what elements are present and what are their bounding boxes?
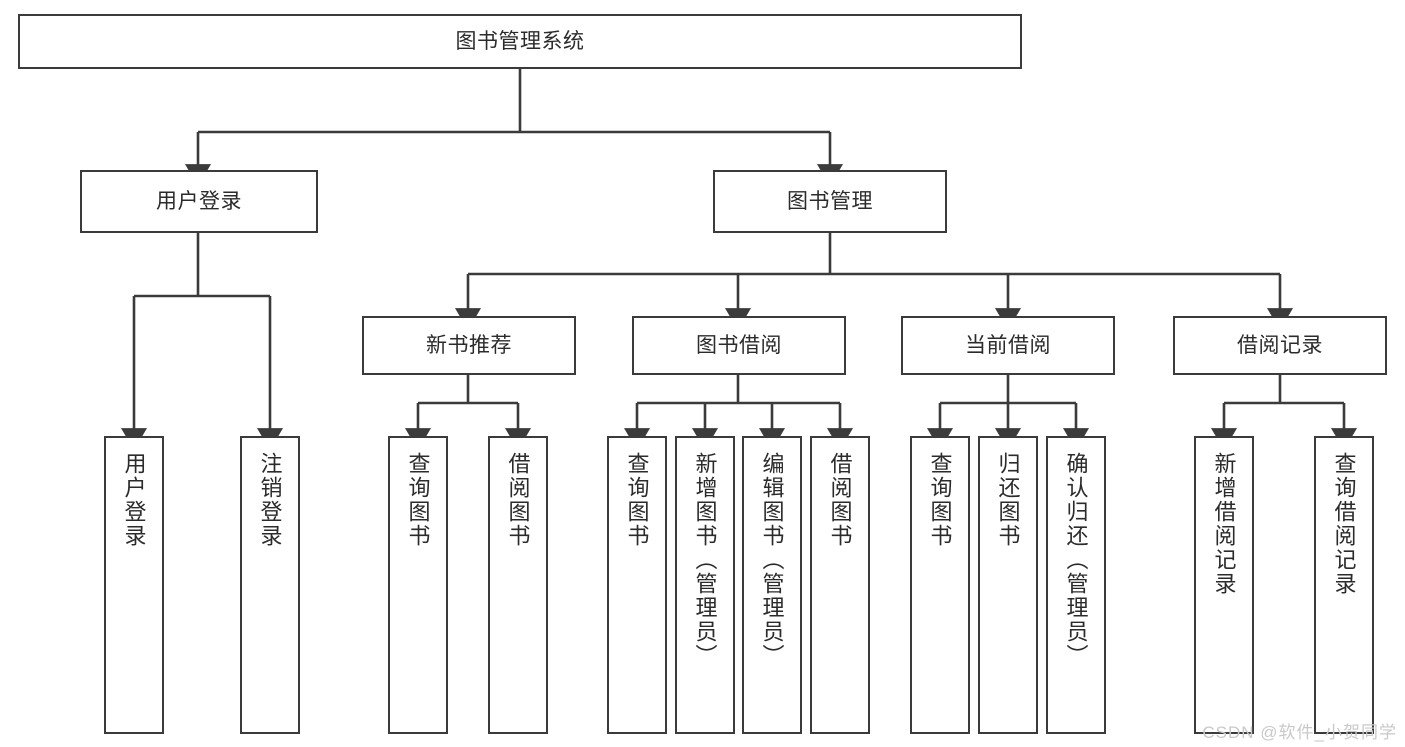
node-label: 新增借阅记录 — [1211, 452, 1237, 596]
node-label: 归还图书 — [995, 452, 1021, 548]
leaf-borrow-record-query-record[interactable]: 查询借阅记录 — [1314, 436, 1374, 734]
node-label: 查询图书 — [405, 452, 431, 548]
node-user-login[interactable]: 用户登录 — [80, 170, 318, 233]
leaf-new-book-query-book[interactable]: 查询图书 — [388, 436, 448, 734]
node-label: 编辑图书（管理员） — [759, 452, 785, 668]
node-borrow-record[interactable]: 借阅记录 — [1173, 316, 1387, 375]
node-label: 图书管理 — [787, 189, 873, 213]
node-book-management[interactable]: 图书管理 — [713, 170, 947, 233]
node-label: 图书管理系统 — [455, 29, 585, 53]
node-label: 图书借阅 — [696, 333, 782, 357]
leaf-new-book-borrow-book[interactable]: 借阅图书 — [488, 436, 548, 734]
node-current-borrow[interactable]: 当前借阅 — [901, 316, 1115, 375]
leaf-book-borrow-query-book[interactable]: 查询图书 — [607, 436, 667, 734]
node-book-borrow[interactable]: 图书借阅 — [632, 316, 846, 375]
node-label: 确认归还（管理员） — [1063, 452, 1089, 668]
leaf-current-borrow-confirm-return-admin[interactable]: 确认归还（管理员） — [1046, 436, 1106, 734]
node-root-book-management-system[interactable]: 图书管理系统 — [18, 14, 1022, 69]
leaf-current-borrow-return-book[interactable]: 归还图书 — [978, 436, 1038, 734]
node-label: 借阅图书 — [505, 452, 531, 548]
leaf-user-login-logout[interactable]: 注销登录 — [240, 436, 300, 734]
leaf-user-login-login[interactable]: 用户登录 — [104, 436, 164, 734]
node-label: 新增图书（管理员） — [692, 452, 718, 668]
leaf-borrow-record-add-record[interactable]: 新增借阅记录 — [1194, 436, 1254, 734]
node-new-book-recommend[interactable]: 新书推荐 — [362, 316, 576, 375]
node-label: 查询图书 — [624, 452, 650, 548]
leaf-current-borrow-query-book[interactable]: 查询图书 — [910, 436, 970, 734]
leaf-book-borrow-add-book-admin[interactable]: 新增图书（管理员） — [675, 436, 735, 734]
leaf-book-borrow-edit-book-admin[interactable]: 编辑图书（管理员） — [742, 436, 802, 734]
node-label: 新书推荐 — [426, 333, 512, 357]
node-label: 注销登录 — [257, 452, 283, 548]
node-label: 当前借阅 — [965, 333, 1051, 357]
node-label: 用户登录 — [121, 452, 147, 548]
node-label: 借阅记录 — [1237, 333, 1323, 357]
leaf-book-borrow-borrow-book[interactable]: 借阅图书 — [810, 436, 870, 734]
node-label: 查询借阅记录 — [1331, 452, 1357, 596]
node-label: 查询图书 — [927, 452, 953, 548]
node-label: 用户登录 — [156, 189, 242, 213]
node-label: 借阅图书 — [827, 452, 853, 548]
